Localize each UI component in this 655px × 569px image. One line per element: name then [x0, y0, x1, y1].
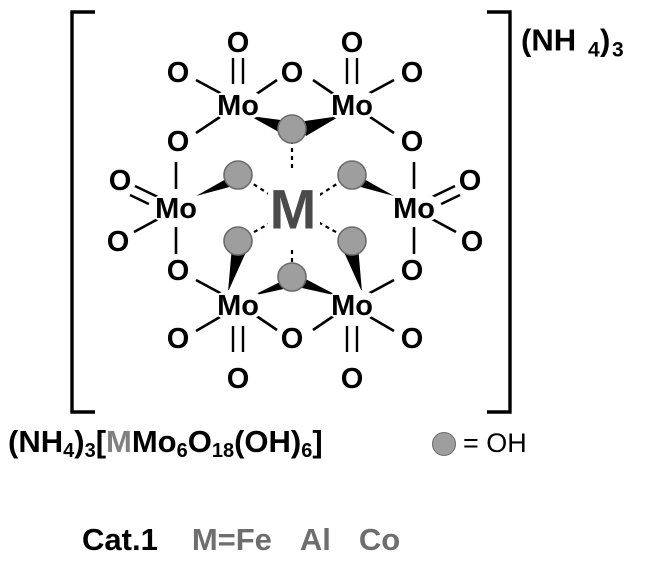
- svg-text:O: O: [281, 57, 304, 89]
- formula-open-bracket: [: [95, 424, 107, 459]
- oh-sphere: [277, 262, 307, 292]
- legend-label: = OH: [463, 428, 527, 458]
- oxygen-label: O: [396, 322, 428, 355]
- svg-text:Mo: Mo: [155, 193, 197, 225]
- formula-close-bracket: ]: [312, 424, 323, 459]
- catalyst-label: Cat.1: [82, 522, 158, 557]
- svg-text:Mo: Mo: [393, 193, 435, 225]
- oxygen-label: O: [336, 26, 368, 59]
- metal-option-co: Co: [358, 522, 401, 557]
- right-bracket: [487, 10, 512, 414]
- svg-text:O: O: [341, 27, 364, 59]
- svg-text:O: O: [167, 57, 190, 89]
- svg-text:): ): [600, 23, 610, 58]
- oxygen-label: O: [456, 225, 488, 258]
- svg-text:O: O: [227, 363, 250, 395]
- oxygen-label: O: [336, 362, 368, 395]
- center-metal-label: M: [268, 178, 320, 241]
- oxygen-label: O: [162, 125, 194, 158]
- oh-sphere: [337, 160, 367, 190]
- svg-text:O: O: [167, 323, 190, 355]
- oh-sphere: [223, 226, 253, 256]
- oxygen-label: O: [162, 254, 194, 287]
- oxygen-label: O: [396, 56, 428, 89]
- svg-text:O: O: [109, 165, 132, 197]
- oxygen-label: O: [222, 26, 254, 59]
- oxygen-label: O: [104, 164, 136, 197]
- caption: Cat.1 M=Fe Al Co: [82, 522, 400, 558]
- svg-text:Mo: Mo: [331, 290, 373, 322]
- dashed-coordination-bonds: [246, 140, 344, 268]
- svg-text:M: M: [270, 178, 317, 241]
- formula-mo: Mo: [131, 424, 177, 459]
- formula-o-sub: 18: [211, 440, 235, 462]
- svg-text:O: O: [227, 27, 250, 59]
- formula-three-sub: 3: [84, 440, 96, 462]
- formula-metal-m: M: [106, 424, 132, 459]
- oxygen-label: O: [162, 56, 194, 89]
- molybdenum-label: Mo: [148, 192, 204, 225]
- oh-sphere-icon: [432, 431, 456, 456]
- formula-o: O: [187, 424, 212, 459]
- oxygen-label: O: [454, 164, 486, 197]
- oh-spheres: [223, 114, 367, 292]
- oxygen-label: O: [396, 125, 428, 158]
- formula-mo-sub: 6: [176, 440, 188, 462]
- formula-nh4-open: (NH: [8, 424, 64, 459]
- svg-text:4: 4: [588, 39, 600, 62]
- svg-text:Mo: Mo: [217, 90, 259, 122]
- molybdenum-label: Mo: [386, 192, 442, 225]
- oxygen-label: O: [396, 254, 428, 287]
- svg-text:3: 3: [612, 39, 624, 62]
- atom-labels: O O O O O O O O O O O O O O O O O O Mo M…: [102, 26, 488, 395]
- oxygen-label: O: [102, 225, 134, 258]
- molybdenum-label: Mo: [210, 289, 266, 322]
- svg-text:(NH: (NH: [521, 23, 576, 58]
- svg-text:O: O: [401, 126, 424, 158]
- svg-text:O: O: [461, 226, 484, 258]
- formula-nh4-sub: 4: [63, 440, 75, 462]
- oh-sphere: [223, 160, 253, 190]
- svg-text:O: O: [401, 323, 424, 355]
- formula-close-paren: ): [74, 424, 85, 459]
- svg-text:O: O: [341, 363, 364, 395]
- molybdenum-label: Mo: [324, 289, 380, 322]
- legend: = OH: [432, 428, 527, 459]
- left-bracket: [70, 10, 95, 414]
- metal-assignment-label: M=Fe: [191, 522, 272, 557]
- oxygen-label: O: [162, 322, 194, 355]
- svg-text:O: O: [459, 165, 482, 197]
- oxygen-label: O: [276, 56, 308, 89]
- svg-text:O: O: [401, 255, 424, 287]
- formula-oh-sub: 6: [301, 440, 313, 462]
- svg-text:O: O: [107, 226, 130, 258]
- formula-oh: (OH): [234, 424, 302, 459]
- ammonium-counterion-label: (NH 4 ) 3: [521, 23, 624, 62]
- svg-text:Mo: Mo: [217, 290, 259, 322]
- svg-text:O: O: [401, 57, 424, 89]
- svg-text:Mo: Mo: [331, 90, 373, 122]
- metal-option-al: Al: [299, 522, 331, 557]
- oh-sphere: [277, 114, 307, 144]
- oh-sphere: [337, 226, 367, 256]
- svg-text:O: O: [167, 255, 190, 287]
- chemical-formula: (NH4)3[MMo6O18(OH)6]: [8, 424, 323, 462]
- molybdenum-label: Mo: [324, 89, 380, 122]
- oxygen-label: O: [276, 322, 308, 355]
- oxygen-label: O: [222, 362, 254, 395]
- molybdenum-label: Mo: [210, 89, 266, 122]
- svg-text:O: O: [281, 323, 304, 355]
- svg-text:O: O: [167, 126, 190, 158]
